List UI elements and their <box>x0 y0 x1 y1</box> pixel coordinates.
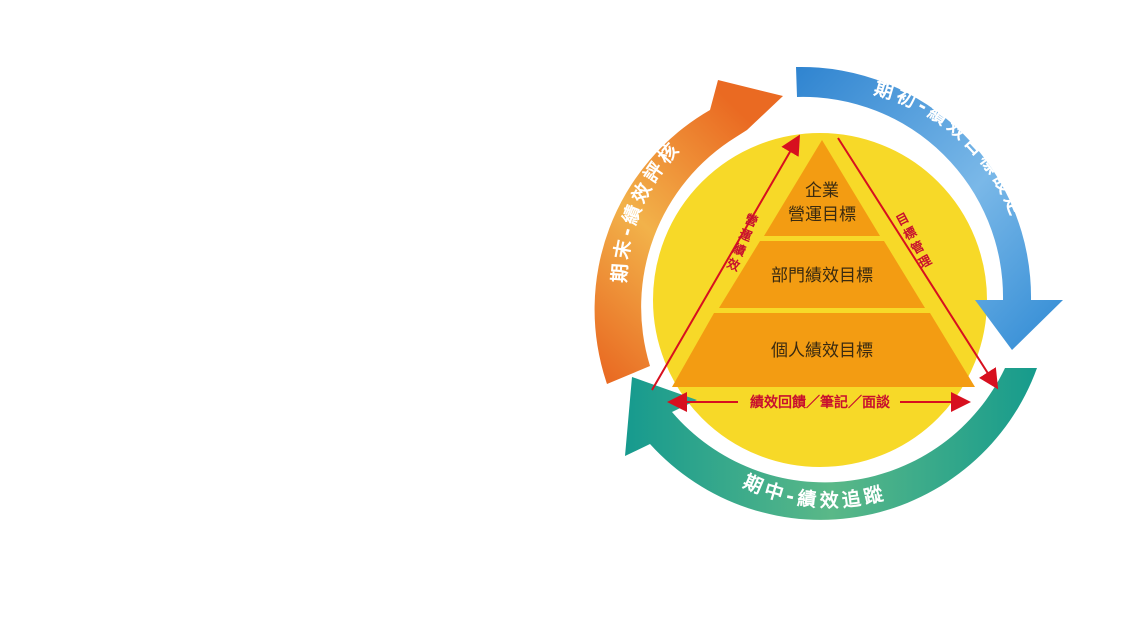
arc-end-evaluation <box>594 80 783 384</box>
left-side-label: 營運績效 <box>725 211 761 274</box>
pyramid-tier-bottom <box>672 313 975 387</box>
left-side-arrow <box>651 134 801 391</box>
arc-middle-tracking <box>625 368 1037 520</box>
right-side-arrow <box>837 137 999 390</box>
pyramid-top-label-2: 營運目標 <box>788 205 856 225</box>
arc-start-setting <box>796 66 1063 351</box>
svg-text:營運績效: 營運績效 <box>725 211 761 274</box>
pyramid-middle-label: 部門績效目標 <box>771 266 873 286</box>
pyramid-tier-top <box>764 140 880 236</box>
base-arrow-label: 績效回饋／筆記／面談 <box>750 394 891 411</box>
pyramid-top-label-1: 企業 <box>805 181 839 201</box>
pyramid-bottom-label: 個人績效目標 <box>771 341 873 361</box>
pyramid-tier-middle <box>719 241 925 308</box>
